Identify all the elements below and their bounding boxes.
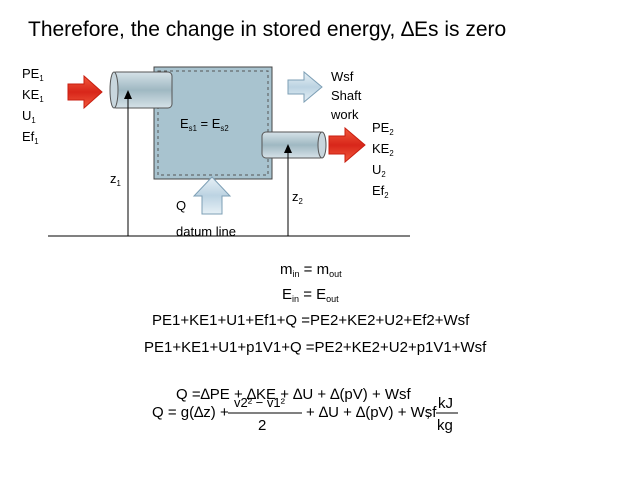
inlet-u-label: U1 [22,108,36,125]
inlet-pipe-end [109,71,119,109]
eq6-units-numerator: kJ [438,395,453,412]
z2-arrowhead [284,144,292,153]
delta-energy-equation: Q =∆PE + ∆KE + ∆U + ∆(pV) + Wsf [176,386,411,403]
eq6-denominator: 2 [258,417,267,434]
mass-balance-equation: min = mout [280,261,342,279]
system-box [153,66,273,180]
outlet-pipe [261,131,325,159]
work-label-shaft: Shaft [331,88,362,103]
inlet-pipe [111,71,173,109]
outlet-flow-arrow [328,126,366,164]
inlet-ef-label: Ef1 [22,129,39,146]
z1-arrowhead [124,90,132,99]
eq6-rest: + ∆U + ∆(pV) + Wsf [306,404,437,421]
work-label-wsf: Wsf [331,69,354,84]
system-energy-label: Es1 = Es2 [180,116,229,133]
heat-arrow [192,176,232,215]
z2-label: z2 [292,189,303,206]
slide-title: Therefore, the change in stored energy, … [28,18,507,41]
expanded-energy-equation: PE1+KE1+U1+Ef1+Q =PE2+KE2+U2+Ef2+Wsf [152,312,470,329]
eq6-units-denominator: kg [437,417,453,434]
eq6-numerator: v2² − v1² [234,395,285,410]
outlet-u-label: U2 [372,162,386,179]
outlet-ke-label: KE2 [372,141,394,158]
heat-label: Q [176,198,187,213]
work-label-work: work [331,107,359,122]
outlet-pe-label: PE2 [372,120,394,137]
inlet-ke-label: KE1 [22,87,44,104]
eq6-units-separator: ; [426,404,431,421]
eq6-lhs: Q = g(∆z) + [152,404,229,421]
energy-balance-equation: Ein = Eout [282,286,339,304]
z1-label: z1 [110,171,121,188]
flow-work-energy-equation: PE1+KE1+U1+p1V1+Q =PE2+KE2+U2+p1V1+Wsf [144,339,487,356]
inlet-flow-arrow [67,74,103,110]
inlet-pe-label: PE1 [22,66,44,83]
datum-line-label: datum line [176,224,236,239]
outlet-pipe-end [317,131,327,159]
control-volume-boundary [157,70,269,176]
outlet-ef-label: Ef2 [372,183,389,200]
shaft-work-arrow [287,70,323,104]
